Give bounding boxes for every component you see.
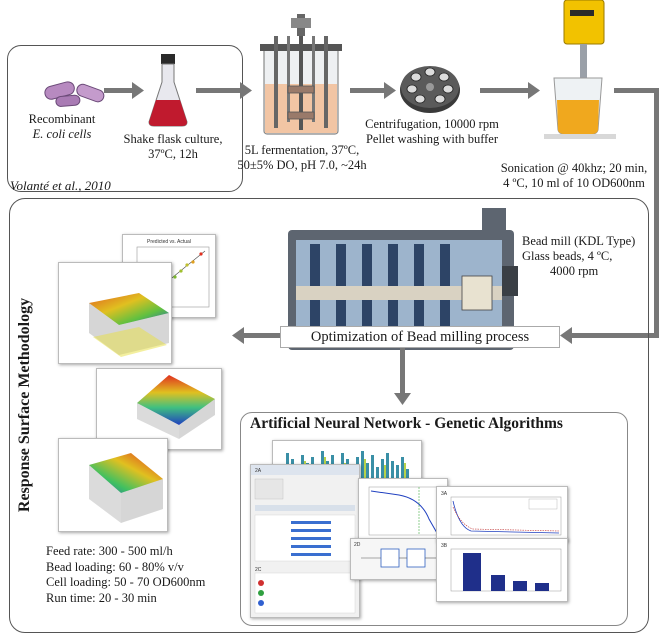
shake-flask-icon [148,54,188,127]
rsm-title: Response Surface Methodology [16,297,33,513]
upstream-process-panel [7,45,243,192]
arrow-head-icon [240,82,252,99]
arrow-head-icon [528,82,540,99]
ann-training-window: 2A 2C [250,464,360,618]
recombinant-label: Recombinant E. coli cells [28,112,96,141]
arrow-head-icon [560,327,572,344]
ann-ga-panel [240,412,628,626]
arrow-head-icon [132,82,144,99]
arrow-to-optimization [572,333,659,338]
param-feed-rate: Feed rate: 300 - 500 ml/h [46,544,173,558]
centrifugation-label: Centrifugation, 10000 rpm Pellet washing… [365,117,499,146]
ann-network-schematic: 2D [350,538,442,580]
ann-performance-plot [358,478,448,544]
fermentor-icon [260,14,342,135]
ecoli-cells-icon [44,81,105,107]
shake-flask-label: Shake flask culture, 37ºC, 12h [123,132,223,161]
arrow-flask-to-fermentor [196,88,242,93]
bead-mill-icon [288,208,518,350]
arrow-head-icon [394,393,411,405]
arrow-fermentor-to-centrifuge [350,88,386,93]
svg-text:3B: 3B [441,543,448,549]
arrow-sonication-down [654,88,659,338]
centrifuge-rotor-icon [400,66,460,113]
arrow-centrifuge-to-sonicator [480,88,530,93]
param-run-time: Run time: 20 - 30 min [46,590,157,605]
svg-text:Predicted vs. Actual: Predicted vs. Actual [147,239,191,245]
arrow-to-rsm [244,333,280,338]
response-surface-plot-2 [96,368,222,450]
param-bead-loading: Bead loading: 60 - 80% v/v [46,559,184,574]
arrow-to-ann [400,348,405,394]
optimization-box: Optimization of Bead milling process [280,326,560,348]
svg-text:3A: 3A [441,491,448,497]
svg-text:2C: 2C [255,567,262,573]
arrow-sonication-right [614,88,659,93]
sonication-label: Sonication @ 40khz; 20 min, 4 ºC, 10 ml … [500,161,648,190]
arrow-head-icon [384,82,396,99]
citation: Volanté et al., 2010 [10,178,111,193]
ga-fitness-plot: 3A [436,486,568,542]
svg-text:2D: 2D [354,542,361,548]
param-cell-loading: Cell loading: 50 - 70 OD600nm [46,575,206,589]
bead-mill-label: Bead mill (KDL Type) Glass beads, 4 ºC, … [522,234,636,278]
arrow-cells-to-flask [104,88,134,93]
ann-ga-title: Artificial Neural Network - Genetic Algo… [250,415,563,432]
downstream-process-panel [9,198,649,633]
rsm-parameters: Feed rate: 300 - 500 ml/h Bead loading: … [46,544,205,606]
arrow-head-icon [232,327,244,344]
ga-variable-bar-chart: 3B [436,538,568,602]
response-surface-plot-1 [58,262,172,364]
svg-text:2A: 2A [255,468,262,474]
fermentation-label: 5L fermentation, 37ºC, 50±5% DO, pH 7.0,… [237,143,367,172]
response-surface-plot-3 [58,438,168,532]
sonicator-icon [544,0,616,139]
